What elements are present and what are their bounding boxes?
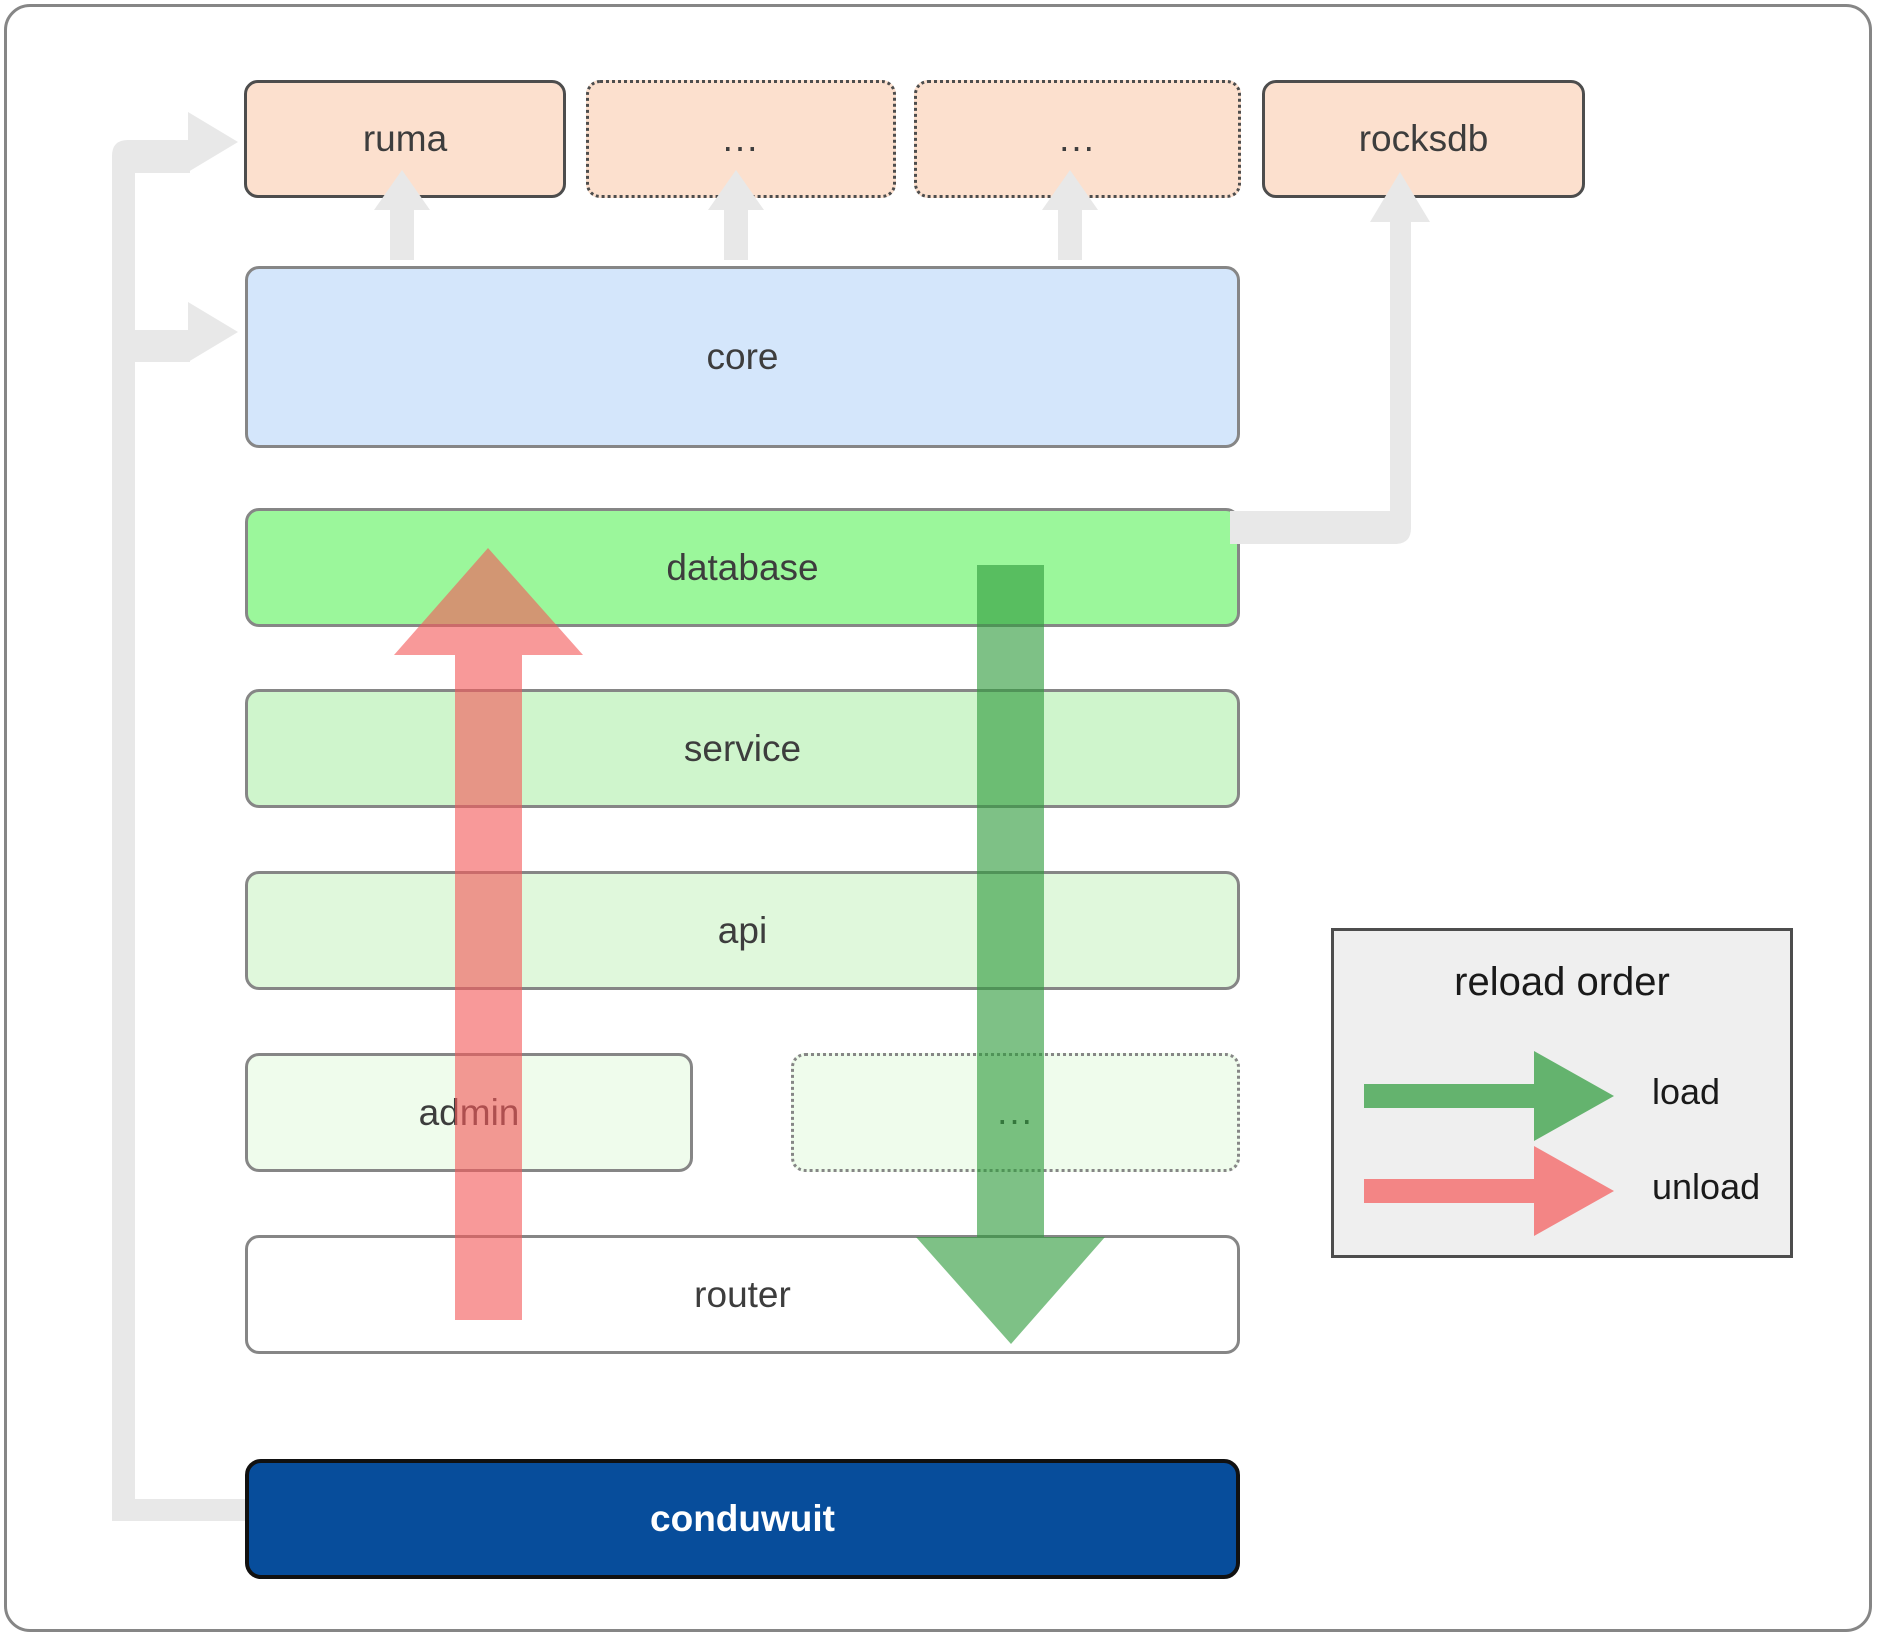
load-arrow-icon [1364,1051,1614,1141]
legend-label-load: load [1652,1071,1721,1112]
layer-box-api[interactable]: api [245,871,1240,990]
dependency-label: ... [1059,117,1096,159]
legend-row-load: load [1334,1051,1790,1141]
diagram-frame [4,4,1872,1632]
layer-label: database [666,546,819,588]
layer-box-admin[interactable]: admin [245,1053,693,1172]
layer-box-service[interactable]: service [245,689,1240,808]
dependency-label: ... [722,117,760,159]
layer-label: ... [997,1091,1034,1133]
dependency-box-ellipsis-2[interactable]: ... [914,80,1241,198]
dependency-box-ellipsis-1[interactable]: ... [586,80,896,198]
layer-box-ellipsis[interactable]: ... [791,1053,1240,1172]
layer-label: router [694,1273,791,1315]
layer-label: api [717,909,768,951]
layer-box-database[interactable]: database [245,508,1240,627]
dependency-box-ruma[interactable]: ruma [244,80,566,198]
layer-box-core[interactable]: core [245,266,1240,448]
binary-box-conduwuit[interactable]: conduwuit [245,1459,1240,1579]
layer-box-router[interactable]: router [245,1235,1240,1354]
binary-label: conduwuit [650,1498,835,1539]
legend-panel: reload order load unload [1331,928,1793,1258]
legend-title: reload order [1454,960,1670,1004]
layer-label: core [706,336,779,377]
dependency-box-rocksdb[interactable]: rocksdb [1262,80,1585,198]
unload-arrow-icon [1364,1146,1614,1236]
layer-label: admin [418,1091,520,1133]
legend-row-unload: unload [1334,1146,1790,1236]
dependency-label: ruma [362,118,448,159]
legend-label-unload: unload [1652,1166,1761,1207]
dependency-label: rocksdb [1358,118,1489,159]
layer-label: service [683,727,802,769]
